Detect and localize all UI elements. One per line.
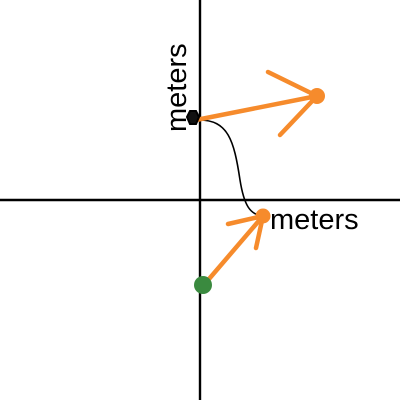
x-axis-label: meters	[270, 204, 359, 236]
vector-2-tip-dot	[309, 88, 325, 104]
displacement-vector-1	[200, 208, 271, 289]
vector-2-shaft	[193, 93, 320, 123]
displacement-vector-2	[193, 69, 325, 138]
object-hexagon-icon	[185, 110, 201, 125]
y-axis-label: meters	[161, 43, 193, 132]
vector-1-shaft	[200, 213, 266, 289]
trajectory-path	[198, 119, 264, 217]
start-point-marker	[194, 276, 212, 294]
vector-1-tip-dot	[255, 208, 271, 224]
